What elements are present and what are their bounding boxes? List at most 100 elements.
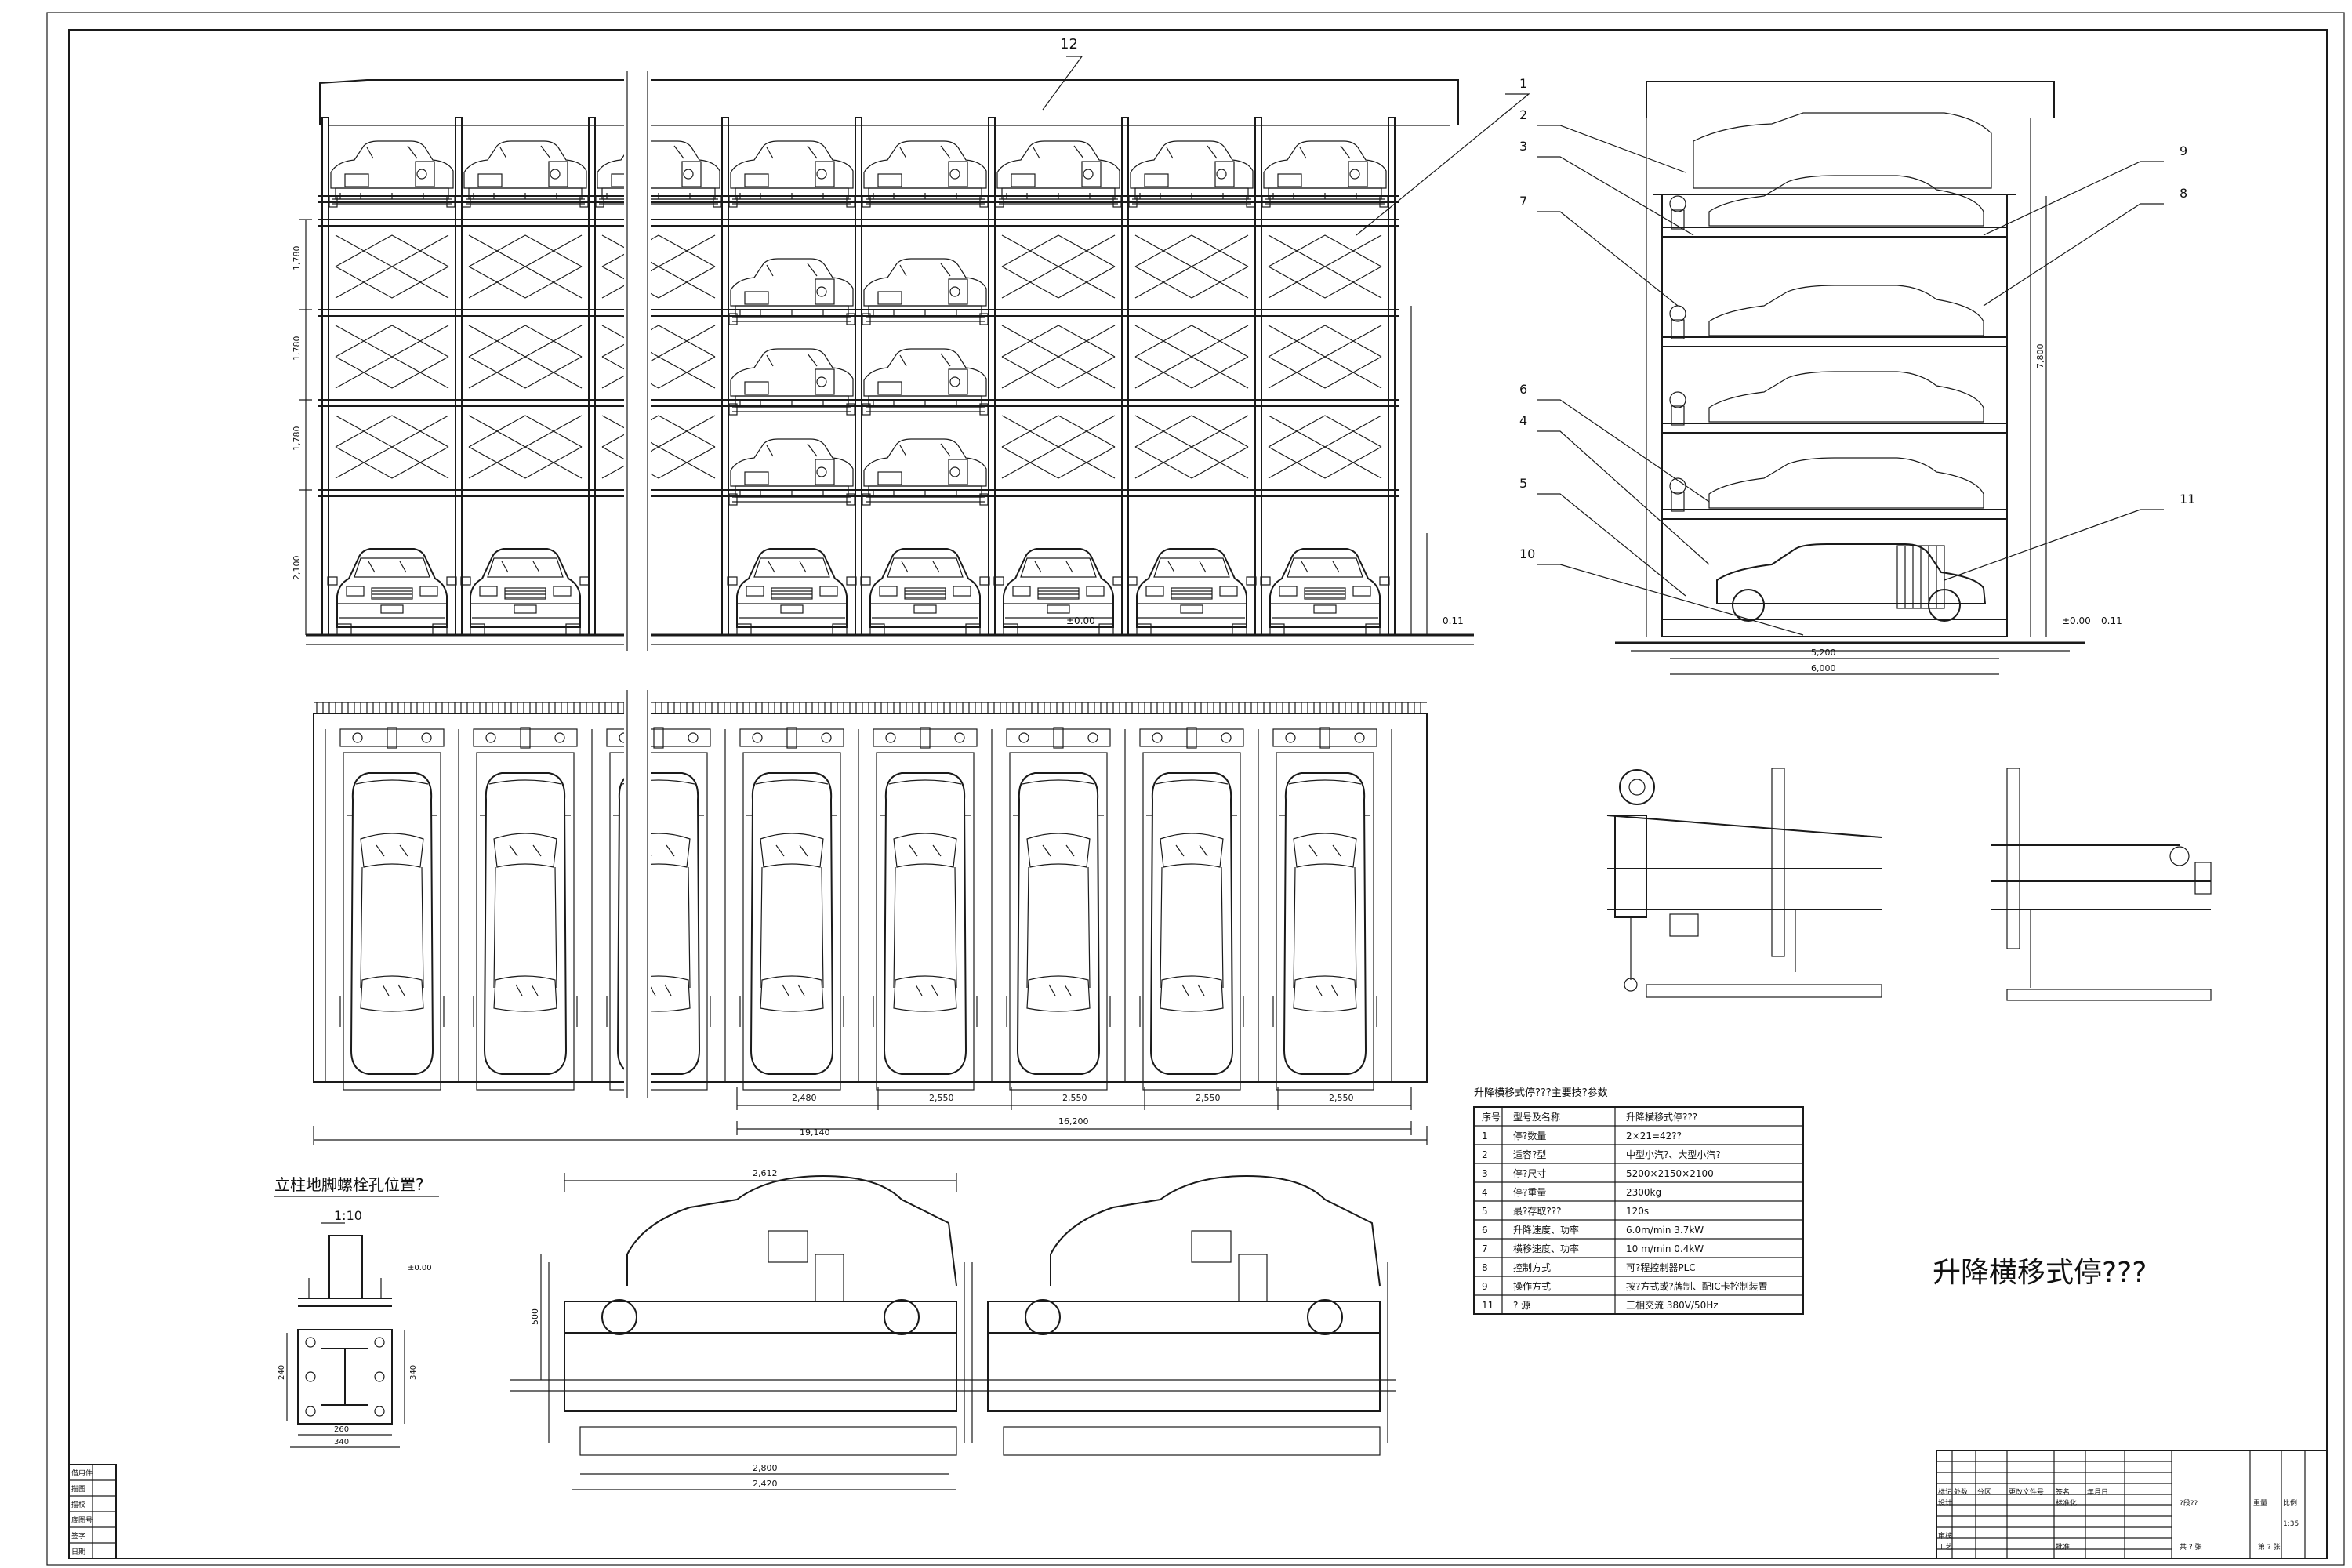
scissor-brace [1268,325,1382,389]
front-elevation: 12 1,780 1,780 1,780 2,100 ±0.00 0.11 [292,36,1474,651]
scissor-brace [468,415,583,479]
ground-car [1127,548,1257,636]
spec-cell: 2 [1482,1149,1488,1160]
spec-cell: 5200×2150×2100 [1626,1168,1714,1179]
elevation-column [455,117,463,636]
scissor-brace [1001,325,1116,389]
title-block-cell: 标准化 [2056,1498,2077,1508]
side-drive [1671,405,1685,426]
spec-cell: 控制方式 [1513,1261,1551,1273]
title-block-cell: 处数 [1954,1487,1968,1497]
callout-leader [1983,161,2164,236]
callout-number: 7 [1519,194,1527,209]
title-block-cell: 批准 [2056,1542,2070,1552]
carriage-frame [987,1332,1381,1412]
carriage-dim-bottom-2: 2,420 [753,1479,778,1489]
scissor-brace [335,325,449,389]
spec-cell: 6.0m/min 3.7kW [1626,1225,1704,1236]
carriage-unit [971,1174,1388,1456]
callout-leader [1537,399,1710,503]
carriage-detail: 2,612 2,800 2,420 500 [510,1168,1396,1490]
upper-pallet-unit [1262,141,1388,207]
carriage-side-line [971,1262,1388,1443]
margin-cell: 签字 [71,1531,85,1541]
spec-cell: 三相交流 380V/50Hz [1626,1299,1719,1311]
elevation-ground-mark: ±0.00 [1066,615,1095,626]
scissor-brace [468,325,583,389]
carriage-unit [548,1174,965,1456]
plan-seg-dim-4: 2,550 [1196,1093,1221,1103]
spec-cell: 升降速度、功率 [1513,1224,1579,1236]
callout-leader [1537,493,1686,597]
ground-car [727,548,857,636]
side-drive [1671,319,1685,339]
ground-car [460,548,590,636]
side-level-pallet [1662,423,2007,434]
scissor-brace [1134,415,1249,479]
lift-detail-views [1606,768,2212,1001]
plan-car-top [479,772,572,1075]
spec-header-cell: 升降横移式停??? [1626,1111,1697,1123]
spec-cell: 11 [1482,1300,1494,1311]
spec-cell: 最?存取??? [1513,1206,1561,1217]
side-right-mark: 0.11 [2101,615,2122,626]
side-depth-dim: 6,000 [1811,663,1836,673]
side-height-dim: 7,800 [2035,344,2045,369]
ground-car [1260,548,1390,636]
plan-edge-hatching [316,702,1421,713]
level-beam [318,489,1399,497]
title-block-cell: ?段?? [2180,1498,2198,1508]
title-block-cell: 重量 [2253,1498,2267,1508]
side-car-outline [1708,457,1984,509]
elevation-column [988,117,996,636]
spec-cell: 9 [1482,1281,1488,1292]
title-block-cell: 标记 [1938,1487,1952,1497]
spec-cell: 8 [1482,1262,1488,1273]
level-dim-1: 1,780 [292,246,302,271]
plan-car-top [1012,772,1105,1075]
carriage-wheel [601,1299,637,1335]
callout-leader [1537,430,1710,565]
spec-cell: 中型小汽?、大型小汽? [1626,1149,1721,1160]
callout-leader [1537,211,1679,307]
plan-total-dim-2: 19,140 [800,1127,830,1138]
spec-cell: 操作方式 [1513,1280,1551,1292]
upper-pallet-unit [1129,141,1254,207]
ground-car [993,548,1123,636]
side-motor [1669,305,1686,322]
spec-cell: ? 源 [1513,1300,1530,1311]
scissor-brace [1001,234,1116,299]
title-block-cell: 签名 [2056,1487,2070,1497]
carriage-base [1003,1426,1381,1456]
side-car-outline [1708,285,1984,336]
side-car-outline [1708,371,1984,423]
side-car-outline [1708,175,1984,227]
plan-total-dim-1: 16,200 [1058,1116,1089,1127]
title-block-cell: 分区 [1977,1488,1991,1497]
side-motor [1669,195,1686,212]
elevation-column [1388,117,1396,636]
carriage-dim-bottom-1: 2,800 [753,1463,778,1473]
column-detail-scale: 1:10 [334,1208,362,1223]
callout-number: 4 [1519,413,1527,428]
side-top-car [1693,112,1992,189]
callout-number: 3 [1519,139,1527,154]
side-level-pallet [1662,227,2007,238]
spec-table-caption: 升降横移式停???主要技?参数 [1474,1087,1608,1099]
lower-pallet-unit [729,439,855,505]
carriage-motor [1191,1230,1232,1263]
callout-number: 8 [2180,186,2187,201]
callout-number: 10 [1519,546,1535,561]
scissor-brace [1268,234,1382,299]
callout-leader [1537,125,1686,173]
side-level-pallet [1662,336,2007,347]
spec-cell: 4 [1482,1187,1488,1198]
scissor-brace [601,234,716,299]
title-block-cell: 工艺 [1938,1543,1952,1552]
carriage-dim-top: 2,612 [753,1168,778,1178]
carriage-frame [564,1332,957,1412]
column-dim-1: 260 [334,1425,349,1434]
ground-car [327,548,457,636]
callout-number: 1 [1519,76,1527,91]
